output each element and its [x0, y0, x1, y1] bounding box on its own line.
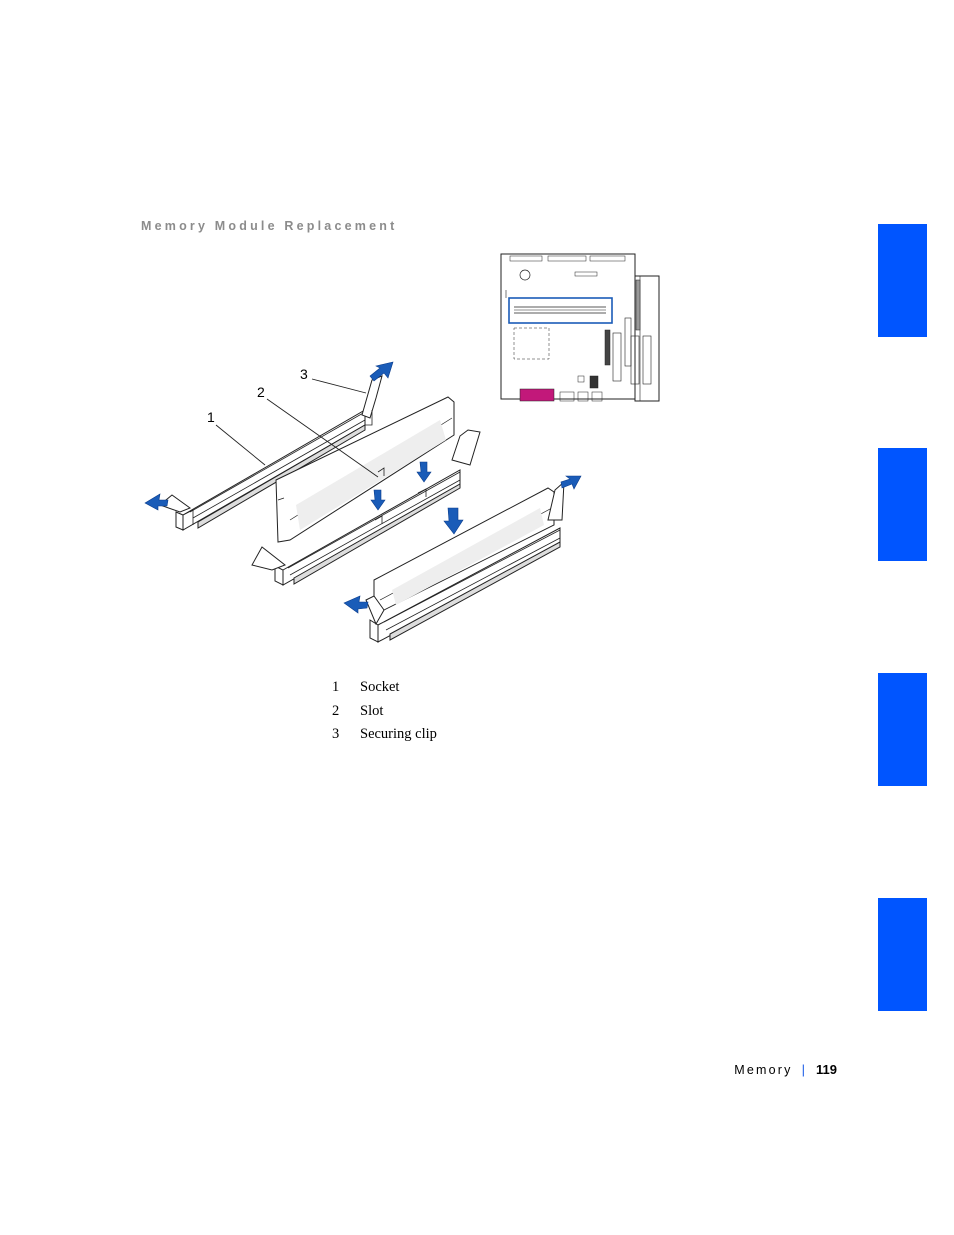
- callout-2: 2: [257, 384, 265, 400]
- legend-label: Securing clip: [360, 726, 437, 743]
- legend-row: 1 Socket: [332, 676, 437, 700]
- socket-1: [159, 375, 383, 531]
- thumb-tab-1: [878, 224, 927, 337]
- thumb-tab-2: [878, 448, 927, 561]
- socket-2: [251, 429, 481, 586]
- footer-separator: |: [801, 1062, 806, 1077]
- system-board-inset: [500, 253, 660, 402]
- memory-module-1: [275, 396, 455, 543]
- arrow-icon: [416, 461, 432, 483]
- memory-module-2: [373, 487, 555, 613]
- callout-1: 1: [207, 409, 215, 425]
- thumb-tab-3: [878, 673, 927, 786]
- callout-3: 3: [300, 366, 308, 382]
- arrow-icon: [369, 361, 394, 382]
- legend-row: 2 Slot: [332, 700, 437, 724]
- legend-number: 3: [332, 726, 340, 743]
- page-number: 119: [816, 1062, 837, 1077]
- section-heading: Memory Module Replacement: [141, 219, 398, 233]
- arrow-icon: [144, 493, 169, 511]
- arrow-icon: [343, 595, 369, 614]
- legend-number: 2: [332, 702, 340, 719]
- arrow-icon: [443, 507, 464, 535]
- thumb-tab-4: [878, 898, 927, 1011]
- socket-3: [365, 480, 565, 643]
- figure-legend: 1 Socket 2 Slot 3 Securing clip: [332, 676, 437, 747]
- footer-section-title: Memory: [734, 1062, 793, 1077]
- arrow-icon: [370, 489, 386, 511]
- legend-row: 3 Securing clip: [332, 723, 437, 747]
- legend-label: Socket: [360, 679, 400, 696]
- page-footer: Memory | 119: [700, 1062, 837, 1077]
- legend-number: 1: [332, 679, 340, 696]
- arrow-icon: [560, 475, 582, 490]
- legend-label: Slot: [360, 702, 384, 719]
